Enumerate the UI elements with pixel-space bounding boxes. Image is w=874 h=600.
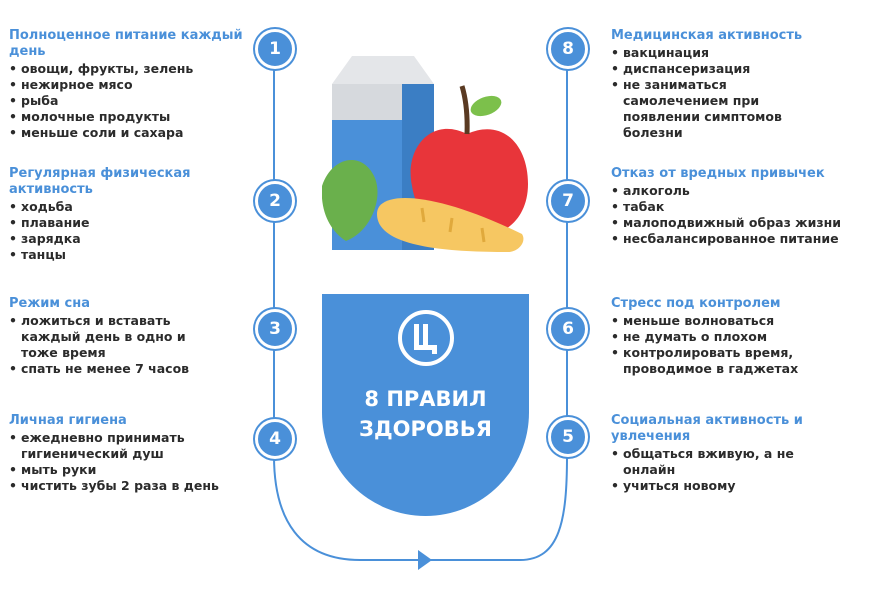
list-item: плавание [9,215,229,231]
list-item: ежедневно принимать гигиенический душ [9,430,245,462]
rule-items: ложиться и вставать каждый день в одно и… [9,313,209,377]
list-item: не думать о плохом [611,329,833,345]
rule-section-5: Социальная активность и увлечения общать… [611,413,817,494]
rule-number-8: 8 [548,29,588,69]
rule-section-6: Стресс под контролем меньше волноваться … [611,296,833,377]
list-item: чистить зубы 2 раза в день [9,478,245,494]
rule-number-3: 3 [255,309,295,349]
panel-title-line1: 8 ПРАВИЛ [364,387,487,411]
list-item: нежирное мясо [9,77,245,93]
rule-title: Регулярная физическая активность [9,166,191,197]
rule-number-1: 1 [255,29,295,69]
list-item: вакцинация [611,45,811,61]
rule-section-3: Режим сна ложиться и вставать каждый ден… [9,296,209,377]
rule-number-6: 6 [548,309,588,349]
rule-title: Медицинская активность [611,28,803,43]
list-item: учиться новому [611,478,817,494]
rule-title: Стресс под контролем [611,296,781,311]
logo-icon [398,310,454,366]
list-item: спать не менее 7 часов [9,361,209,377]
list-item: танцы [9,247,229,263]
list-item: ходьба [9,199,229,215]
list-item: алкоголь [611,183,869,199]
list-item: не заниматься самолечением при появлении… [611,77,811,141]
list-item: ложиться и вставать каждый день в одно и… [9,313,209,361]
list-item: зарядка [9,231,229,247]
list-item: меньше соли и сахара [9,125,245,141]
list-item: овощи, фрукты, зелень [9,61,245,77]
center-panel: 8 ПРАВИЛ ЗДОРОВЬЯ [322,294,529,516]
rule-number-2: 2 [255,181,295,221]
list-item: молочные продукты [9,109,245,125]
rule-number-7: 7 [548,181,588,221]
rule-title: Полноценное питание каждый день [9,28,243,59]
rule-items: овощи, фрукты, зелень нежирное мясо рыба… [9,61,245,141]
rule-items: ходьба плавание зарядка танцы [9,199,229,263]
rule-title: Отказ от вредных привычек [611,166,825,181]
list-item: несбалансированное питание [611,231,869,247]
rule-title: Личная гигиена [9,413,127,428]
panel-title-line2: ЗДОРОВЬЯ [359,417,492,441]
list-item: общаться вживую, а не онлайн [611,446,817,478]
list-item: мыть руки [9,462,245,478]
food-illustration [322,56,528,252]
rule-items: алкоголь табак малоподвижный образ жизни… [611,183,869,247]
rule-items: вакцинация диспансеризация не заниматься… [611,45,811,141]
rule-number-5: 5 [548,417,588,457]
list-item: табак [611,199,869,215]
rule-section-4: Личная гигиена ежедневно принимать гигие… [9,413,245,494]
list-item: рыба [9,93,245,109]
list-item: малоподвижный образ жизни [611,215,869,231]
rule-section-8: Медицинская активность вакцинация диспан… [611,28,811,141]
rule-items: ежедневно принимать гигиенический душ мы… [9,430,245,494]
rule-section-1: Полноценное питание каждый день овощи, ф… [9,28,245,141]
arrow-icon [418,550,432,570]
rule-title: Режим сна [9,296,91,311]
rule-items: общаться вживую, а не онлайн учиться нов… [611,446,817,494]
rule-items: меньше волноваться не думать о плохом ко… [611,313,833,377]
rule-number-4: 4 [255,419,295,459]
list-item: контролировать время, проводимое в гадже… [611,345,833,377]
list-item: меньше волноваться [611,313,833,329]
rule-title: Социальная активность и увлечения [611,413,803,444]
rule-section-7: Отказ от вредных привычек алкоголь табак… [611,166,869,247]
rule-section-2: Регулярная физическая активность ходьба … [9,166,229,263]
list-item: диспансеризация [611,61,811,77]
